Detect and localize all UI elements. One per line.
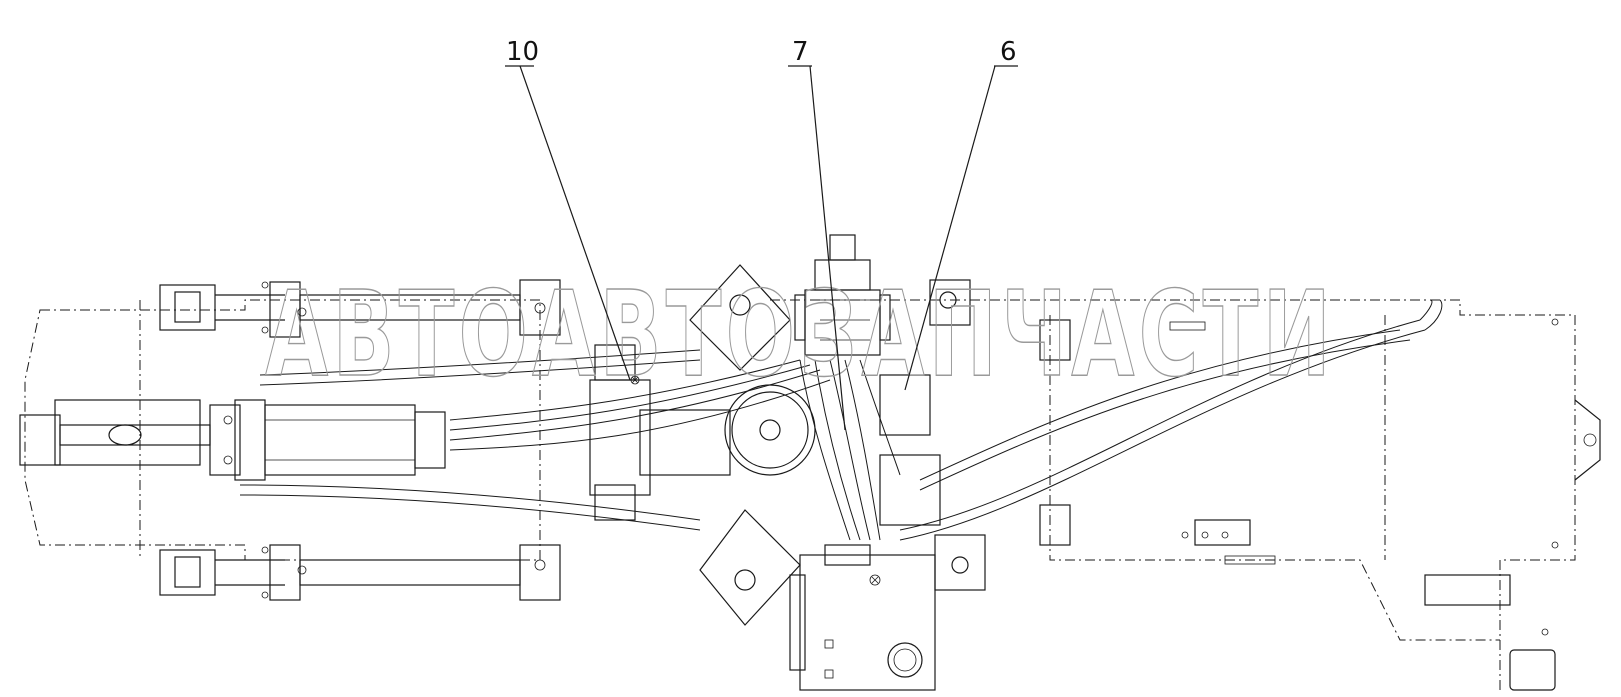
hydraulic-tank	[789, 544, 936, 691]
hydraulic-cylinder	[19, 399, 446, 481]
side-plates	[879, 279, 1601, 691]
callout-10: 10	[505, 37, 631, 381]
center-mount	[589, 264, 816, 626]
valve-block	[794, 234, 891, 356]
callout-7: 7	[788, 37, 846, 431]
front-axle-arms	[159, 279, 561, 601]
callout-label-7: 7	[792, 37, 809, 67]
callout-label-10: 10	[506, 37, 539, 67]
callout-label-6: 6	[1000, 37, 1017, 67]
hose-lines	[239, 299, 1443, 541]
callout-6: 6	[904, 37, 1018, 391]
watermark-text: АВТОАВТОЗАПЧАСТИ	[265, 265, 1335, 403]
fasteners	[261, 281, 1559, 636]
